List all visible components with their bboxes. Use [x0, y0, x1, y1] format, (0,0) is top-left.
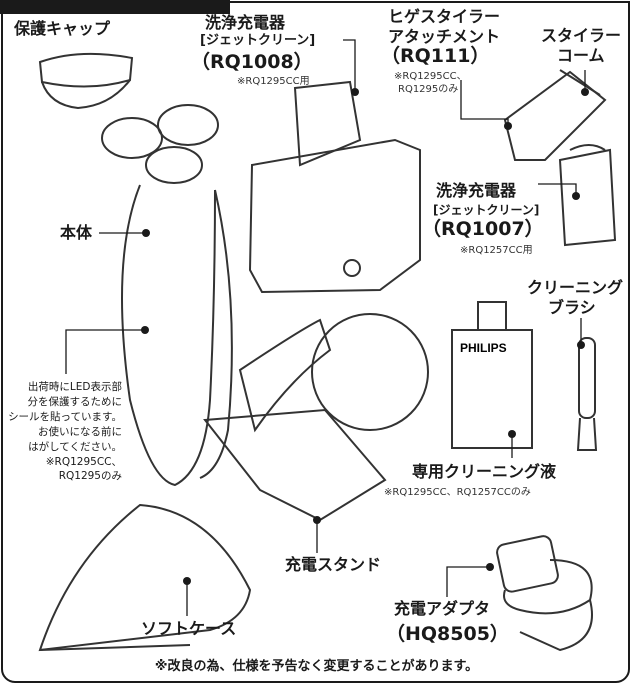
- attachment-label-1: ヒゲスタイラー: [388, 7, 501, 26]
- attachment-model: （RQ111）: [381, 45, 490, 67]
- leader-lines: [65, 39, 589, 616]
- cleaning-liquid-illustration: PHILIPS: [451, 301, 533, 449]
- cleaning-charger-small-illustration: [558, 144, 617, 247]
- cleaning-charger-large-illustration: [248, 80, 421, 294]
- styler-attachment-illustration: [503, 69, 607, 161]
- footer-note: ※改良の為、仕様を予告なく変更することがあります。: [154, 659, 479, 674]
- adapter-label: 充電アダプタ: [394, 599, 491, 618]
- charger-small-label: 洗浄充電器: [436, 181, 517, 200]
- charger-large-model: （RQ1008）: [191, 51, 313, 73]
- brush-label-2: ブラシ: [548, 298, 596, 317]
- body-label: 本体: [60, 223, 93, 242]
- charger-large-label: 洗浄充電器: [205, 13, 286, 32]
- attachment-label-2: アタッチメント: [388, 27, 501, 46]
- charging-stand-illustration: [203, 313, 429, 522]
- case-label: ソフトケース: [141, 619, 237, 638]
- shaver-body-illustration: [101, 104, 233, 487]
- charger-large-sublabel: [ジェットクリーン]: [200, 33, 316, 48]
- liquid-brand-text: PHILIPS: [460, 341, 507, 355]
- attachment-note-2: RQ1295のみ: [398, 84, 459, 95]
- protective-cap-illustration: [38, 52, 134, 110]
- charging-adapter-illustration: [496, 535, 593, 652]
- comb-label-2: コーム: [557, 46, 605, 65]
- body-note: 出荷時にLED表示部 分を保護するために シールを貼っています。 お使いになる前…: [8, 381, 122, 483]
- liquid-label: 専用クリーニング液: [412, 462, 557, 481]
- attachment-note-1: ※RQ1295CC、: [394, 71, 467, 82]
- adapter-model: （HQ8505）: [386, 623, 509, 645]
- cleaning-brush-illustration: [576, 337, 598, 451]
- brush-label-1: クリーニング: [527, 278, 624, 297]
- header-bar: [0, 0, 230, 14]
- charger-small-note: ※RQ1257CC用: [460, 245, 533, 256]
- stand-label: 充電スタンド: [285, 555, 382, 574]
- liquid-note: ※RQ1295CC、RQ1257CCのみ: [384, 487, 531, 498]
- soft-case-illustration: [38, 503, 252, 652]
- comb-label-1: スタイラー: [541, 26, 622, 45]
- cap-label: 保護キャップ: [14, 19, 111, 38]
- charger-small-model: （RQ1007）: [422, 218, 544, 240]
- charger-small-sublabel: [ジェットクリーン]: [433, 203, 540, 217]
- charger-large-note: ※RQ1295CC用: [237, 76, 310, 87]
